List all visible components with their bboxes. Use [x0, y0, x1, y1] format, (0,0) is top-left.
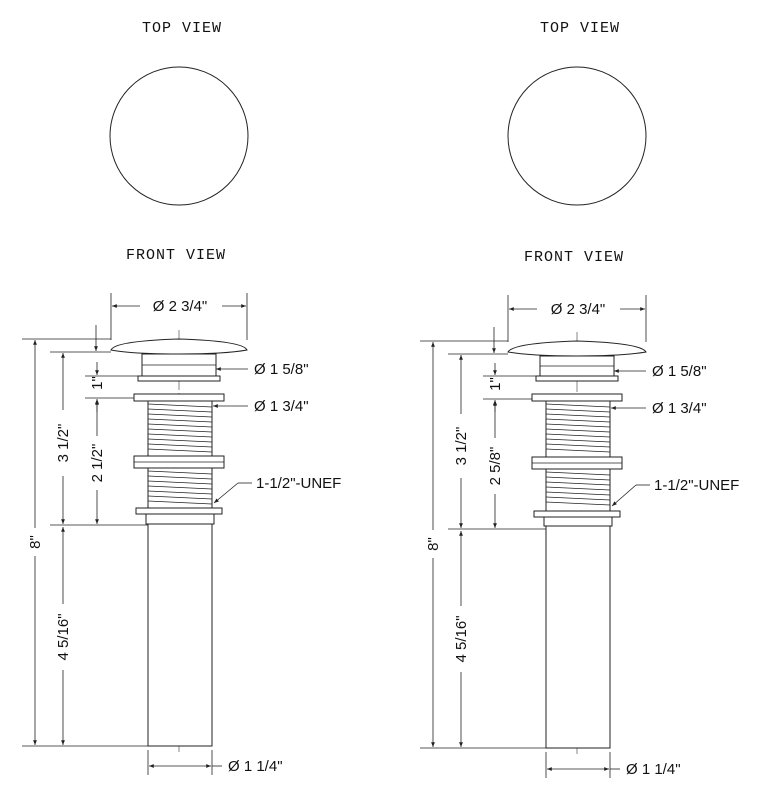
dim-tail-diameter: Ø 1 1/4" [147, 750, 283, 775]
dim-total-height: 8" [425, 342, 442, 747]
top-view-label: TOP VIEW [142, 20, 222, 37]
dim-thread-spec-label: 1-1/2"-UNEF [256, 475, 341, 492]
dim-cap-diameter-label: Ø 2 3/4" [153, 298, 208, 315]
dim-thread-diameter-label: Ø 1 3/4" [254, 398, 309, 415]
dim-cap-diameter: Ø 2 3/4" [507, 295, 647, 342]
thread-upper [147, 400, 213, 457]
dim-upper-height: 3 1/2" [55, 353, 72, 524]
drain-front-view [110, 330, 248, 752]
dim-thread-diameter: Ø 1 3/4" [212, 398, 309, 415]
dim-thread-spec-label: 1-1/2"-UNEF [654, 477, 739, 494]
dim-thread-length: 2 1/2" [89, 400, 106, 524]
dim-collar-height: 1" [89, 362, 106, 412]
dim-collar-height-label: 1" [89, 376, 106, 390]
thread-upper [545, 400, 611, 458]
dim-thread-diameter: Ø 1 3/4" [611, 400, 707, 417]
dim-cap-diameter-label: Ø 2 3/4" [551, 301, 606, 318]
dim-upper-height: 3 1/2" [453, 355, 470, 528]
drain-front-view [507, 332, 647, 754]
dim-collar-height: 1" [487, 363, 504, 412]
front-view-label: FRONT VIEW [524, 249, 624, 266]
dim-thread-spec: 1-1/2"-UNEF [213, 475, 341, 504]
dim-thread-length: 2 5/8" [487, 401, 504, 528]
dim-thread-spec: 1-1/2"-UNEF [611, 477, 739, 507]
dim-tail-length-label: 4 5/16" [453, 615, 470, 662]
dim-upper-height-label: 3 1/2" [55, 424, 72, 463]
dim-tail-diameter-label: Ø 1 1/4" [228, 758, 283, 775]
dim-collar-diameter: Ø 1 5/8" [614, 363, 707, 380]
dim-tail-length-label: 4 5/16" [55, 613, 72, 660]
dim-tail-length: 4 5/16" [55, 527, 72, 745]
dim-tail-length: 4 5/16" [453, 531, 470, 747]
top-view-circle [507, 66, 647, 206]
top-view-label: TOP VIEW [540, 20, 620, 37]
dim-collar-diameter-label: Ø 1 5/8" [652, 363, 707, 380]
top-view-circle [109, 66, 249, 206]
dim-total-height-label: 8" [27, 535, 44, 549]
dim-thread-length-label: 2 1/2" [89, 444, 106, 483]
dim-upper-height-label: 3 1/2" [453, 427, 470, 466]
dim-collar-height-label: 1" [487, 377, 504, 391]
dim-thread-diameter-label: Ø 1 3/4" [652, 400, 707, 417]
thread-lower [545, 468, 611, 512]
dim-total-height: 8" [27, 340, 44, 745]
front-view-label: FRONT VIEW [126, 247, 226, 264]
drawing-view-1: TOP VIEW FRONT VIEW [22, 20, 341, 775]
dim-total-height-label: 8" [425, 537, 442, 551]
dim-cap-diameter: Ø 2 3/4" [110, 293, 248, 340]
dim-tail-diameter: Ø 1 1/4" [545, 752, 681, 778]
dim-collar-diameter: Ø 1 5/8" [215, 361, 309, 378]
dim-collar-diameter-label: Ø 1 5/8" [254, 361, 309, 378]
thread-lower [147, 467, 213, 509]
dim-thread-length-label: 2 5/8" [487, 447, 504, 486]
dim-tail-diameter-label: Ø 1 1/4" [626, 761, 681, 778]
drawing-view-2: TOP VIEW FRONT VIEW [420, 20, 739, 778]
